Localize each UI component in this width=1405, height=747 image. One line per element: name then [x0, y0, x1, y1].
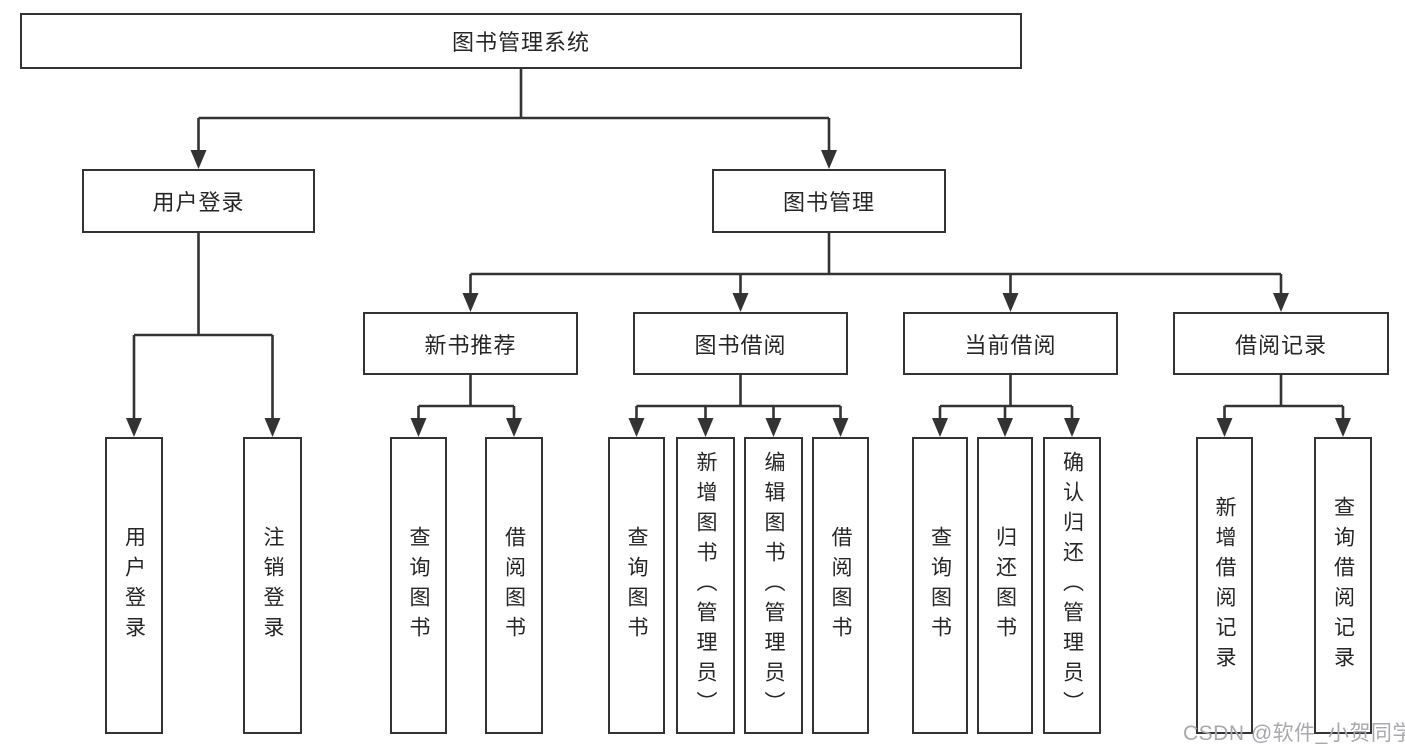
leaf-query-borrow-record-label: 查询借阅记录 [1331, 495, 1355, 676]
leaf-user-login-label: 用户登录 [122, 525, 146, 646]
leaf-edit-books-admin: 编辑图书（管理员） [744, 437, 803, 734]
node-current-borrowing-label: 当前借阅 [964, 332, 1057, 358]
leaf-confirm-return-admin-label: 确认归还（管理员） [1060, 450, 1084, 721]
leaf-return-books: 归还图书 [977, 437, 1033, 734]
watermark: CSDN @软件_小贺同学 [1183, 722, 1405, 745]
leaf-borrow-books-recommend: 借阅图书 [485, 437, 543, 734]
leaf-borrow-books-borrowing-label: 借阅图书 [829, 525, 852, 646]
leaf-add-borrow-record: 新增借阅记录 [1196, 437, 1253, 734]
leaf-confirm-return-admin: 确认归还（管理员） [1043, 437, 1101, 734]
node-system-root-label: 图书管理系统 [451, 30, 590, 55]
node-user-login: 用户登录 [82, 169, 315, 233]
node-current-borrowing: 当前借阅 [903, 312, 1118, 375]
leaf-edit-books-admin-label: 编辑图书（管理员） [762, 450, 785, 721]
node-system-root: 图书管理系统 [20, 13, 1022, 69]
leaf-query-borrow-record: 查询借阅记录 [1314, 437, 1372, 734]
node-book-borrowing: 图书借阅 [633, 312, 848, 375]
node-new-book-recommend-label: 新书推荐 [424, 332, 517, 358]
node-book-management: 图书管理 [712, 169, 946, 233]
leaf-query-books-recommend: 查询图书 [390, 437, 447, 734]
leaf-add-books-admin-label: 新增图书（管理员） [694, 450, 717, 721]
leaf-add-borrow-record-label: 新增借阅记录 [1213, 495, 1236, 676]
node-book-management-label: 图书管理 [782, 190, 875, 215]
leaf-user-login: 用户登录 [105, 437, 163, 734]
node-book-borrowing-label: 图书借阅 [694, 332, 787, 358]
leaf-borrow-books-borrowing: 借阅图书 [812, 437, 869, 734]
leaf-return-books-label: 归还图书 [993, 525, 1017, 646]
node-borrowing-records: 借阅记录 [1173, 312, 1389, 375]
node-borrowing-records-label: 借阅记录 [1234, 332, 1327, 358]
leaf-logout: 注销登录 [243, 437, 302, 734]
leaf-borrow-books-recommend-label: 借阅图书 [502, 525, 526, 646]
leaf-query-books-current: 查询图书 [912, 437, 968, 734]
leaf-query-books-recommend-label: 查询图书 [407, 525, 430, 646]
leaf-query-books-borrowing-label: 查询图书 [625, 525, 648, 646]
leaf-logout-label: 注销登录 [261, 525, 284, 646]
leaf-query-books-borrowing: 查询图书 [608, 437, 665, 734]
leaf-query-books-current-label: 查询图书 [928, 525, 952, 646]
node-user-login-label: 用户登录 [152, 190, 245, 215]
leaf-add-books-admin: 新增图书（管理员） [676, 437, 735, 734]
node-new-book-recommend: 新书推荐 [363, 312, 578, 375]
